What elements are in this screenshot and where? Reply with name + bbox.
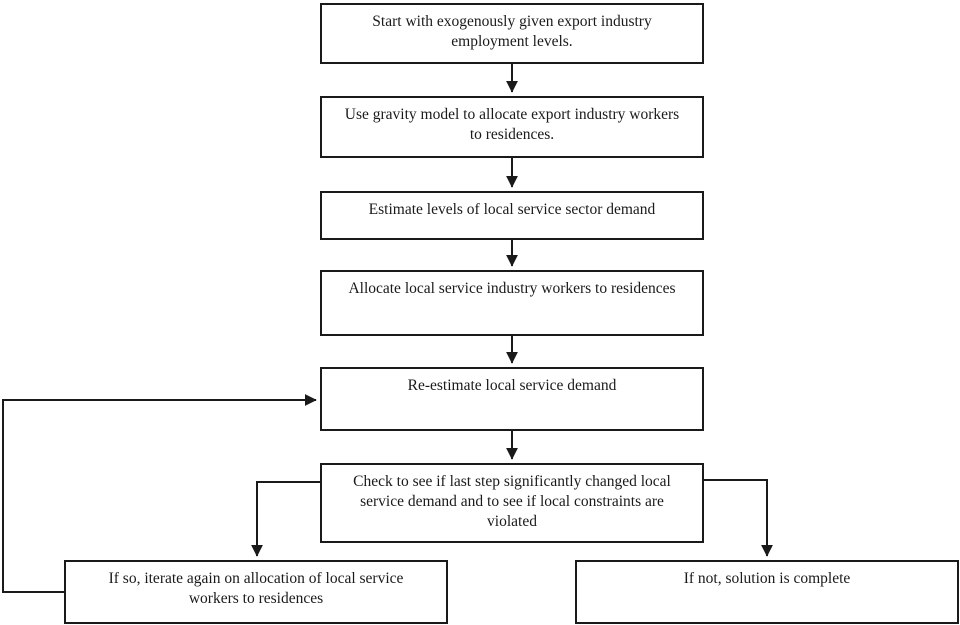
- flow-node-allocate-workers: Allocate local service industry workers …: [320, 270, 704, 336]
- arrow-check-to-complete: [704, 479, 773, 557]
- flow-node-reestimate-demand: Re-estimate local service demand: [320, 367, 704, 431]
- flow-node-solution-complete: If not, solution is complete: [575, 560, 959, 624]
- flow-node-start: Start with exogenously given export indu…: [320, 3, 704, 64]
- flow-node-check-convergence: Check to see if last step significantly …: [320, 463, 704, 543]
- flow-node-gravity-model: Use gravity model to allocate export ind…: [320, 96, 704, 158]
- flow-node-estimate-demand: Estimate levels of local service sector …: [320, 191, 704, 240]
- arrow-check-to-iterate: [251, 481, 320, 557]
- flow-node-iterate-again: If so, iterate again on allocation of lo…: [64, 560, 448, 624]
- arrow-iterate-feedback-to-reestimate: [2, 394, 317, 593]
